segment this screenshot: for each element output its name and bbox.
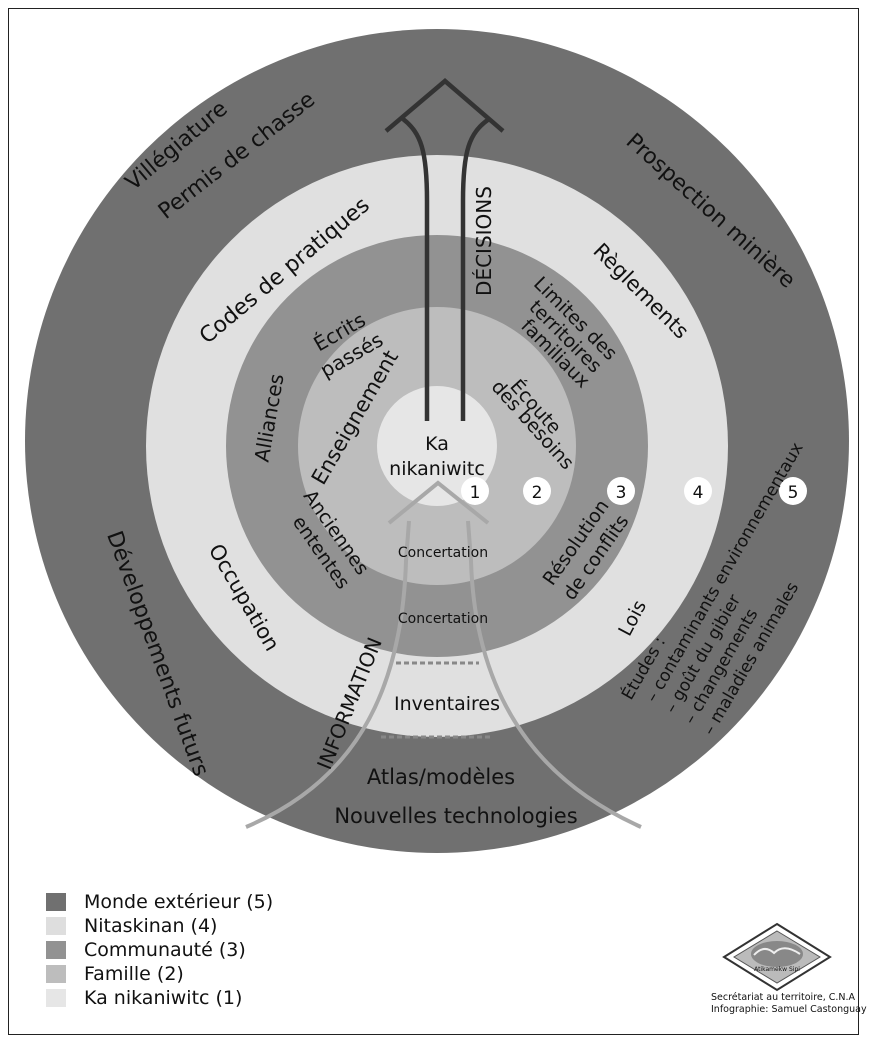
label-atlas-modeles: Atlas/modèles <box>367 765 515 789</box>
ring-1-ka-nikaniwitc <box>377 386 497 506</box>
ring-number-3: 3 <box>616 483 627 503</box>
center-label-ka: Ka <box>425 433 449 455</box>
center-label-nikaniwitc: nikaniwitc <box>389 458 485 480</box>
legend-swatch-5 <box>46 893 66 911</box>
ring-number-badges: 1 2 3 4 5 <box>461 477 807 505</box>
legend-label-nitaskinan: Nitaskinan (4) <box>84 915 218 937</box>
legend-swatch-3 <box>46 941 66 959</box>
legend-item: Communauté (3) <box>46 938 273 962</box>
legend-label-ka-nikaniwitc: Ka nikaniwitc (1) <box>84 987 243 1009</box>
credit-line-1: Secrétariat au territoire, C.N.A <box>711 992 856 1003</box>
legend-item: Ka nikaniwitc (1) <box>46 986 273 1010</box>
ring-number-4: 4 <box>693 483 704 503</box>
legend-swatch-1 <box>46 989 66 1007</box>
legend: Monde extérieur (5) Nitaskinan (4) Commu… <box>46 890 273 1010</box>
label-decisions: DÉCISIONS <box>472 186 496 296</box>
label-inventaires: Inventaires <box>394 693 500 715</box>
information-arrow <box>245 480 642 829</box>
legend-item: Monde extérieur (5) <box>46 890 273 914</box>
legend-item: Famille (2) <box>46 962 273 986</box>
legend-label-communaute: Communauté (3) <box>84 939 246 961</box>
label-concertation-outer: Concertation <box>398 611 488 627</box>
atikamekw-logo: Atikamekw Sipi <box>722 922 832 992</box>
legend-label-famille: Famille (2) <box>84 963 184 985</box>
legend-swatch-2 <box>46 965 66 983</box>
label-concertation-inner: Concertation <box>398 545 488 561</box>
label-nouvelles-technologies: Nouvelles technologies <box>334 804 577 828</box>
credits: Secrétariat au territoire, C.N.A Infogra… <box>711 992 867 1016</box>
diagram-frame: Ka nikaniwitc 1 2 3 4 5 Villégiature Per… <box>8 8 859 1035</box>
logo-text: Atikamekw Sipi <box>754 966 800 973</box>
credit-line-2: Infographie: Samuel Castonguay <box>711 1004 867 1015</box>
concentric-diagram: Ka nikaniwitc 1 2 3 4 5 Villégiature Per… <box>25 29 849 853</box>
ring-number-5: 5 <box>788 483 799 503</box>
legend-label-monde-exterieur: Monde extérieur (5) <box>84 891 274 913</box>
decisions-arrow <box>384 78 505 421</box>
ring-number-2: 2 <box>532 483 543 503</box>
ring-number-1: 1 <box>470 483 481 503</box>
legend-item: Nitaskinan (4) <box>46 914 273 938</box>
legend-swatch-4 <box>46 917 66 935</box>
